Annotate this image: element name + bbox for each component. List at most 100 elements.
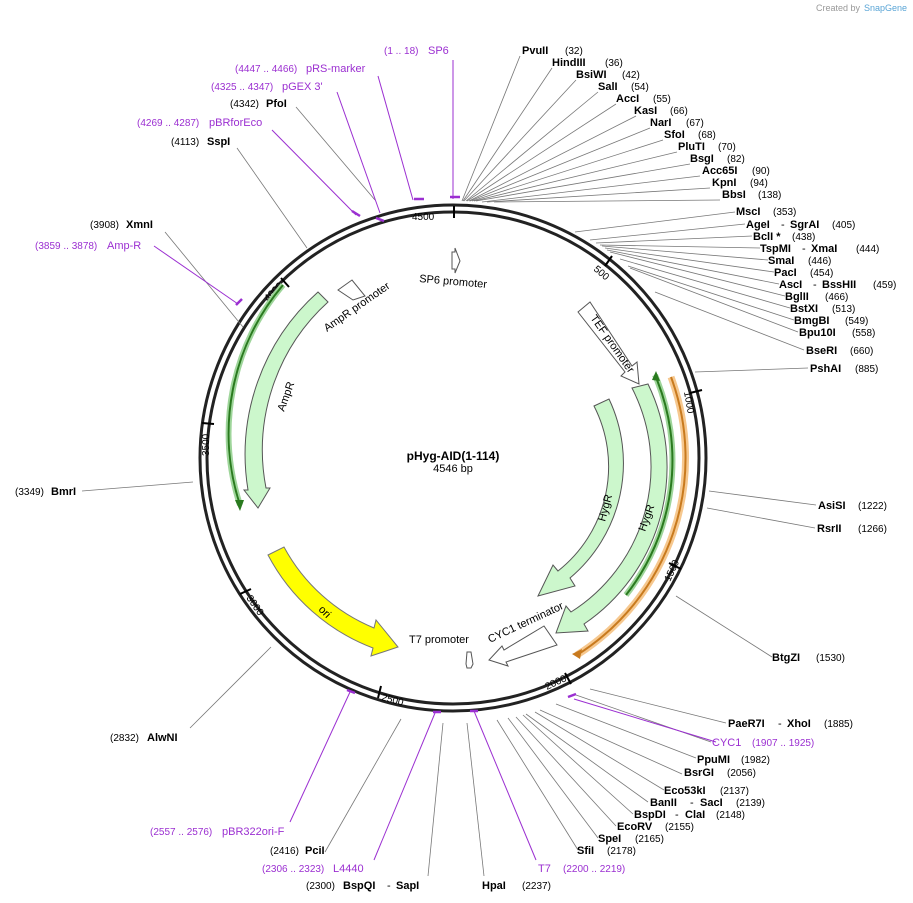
- backbone-outer: [198, 203, 708, 713]
- enzyme-bglii-pos: (466): [825, 292, 848, 303]
- enzyme-bmri-pos: (3349): [15, 487, 44, 498]
- ampr-promoter-arrow: [337, 279, 366, 301]
- primer-leaders: [153, 60, 717, 861]
- enzyme-smai-pos: (446): [808, 256, 831, 267]
- enzyme-paci-pos: (454): [810, 268, 833, 279]
- credit-prefix: Created by: [816, 3, 861, 13]
- enzyme-bstxi: BstXI: [790, 303, 818, 315]
- enzyme-asci-pos: (459): [873, 280, 896, 291]
- enzyme-bspqi-pos: (2300): [306, 881, 335, 892]
- tick-500: [604, 255, 613, 267]
- label-t7-promoter: T7 promoter: [409, 634, 469, 646]
- tick-3500: [201, 422, 215, 425]
- enzyme-banii-pos: (2139): [736, 798, 765, 809]
- enzyme-bcli-pos: (438): [792, 232, 815, 243]
- enzyme-pcii-pos: (2416): [270, 846, 299, 857]
- tef-promoter-arrow: [577, 301, 640, 385]
- enzyme-acci: AccI: [616, 93, 639, 105]
- tick-label-2500: 2500: [380, 692, 405, 708]
- enzyme-btgzi: BtgZI: [772, 652, 800, 664]
- enzyme-sspi: SspI: [207, 136, 230, 148]
- enzyme-rsrii-pos: (1266): [858, 524, 887, 535]
- primer-prs-marker-pos: (4447 .. 4466): [235, 64, 297, 75]
- enzyme-eco53ki: Eco53kI: [664, 785, 706, 797]
- orf-orange-line: [576, 376, 687, 656]
- sp6-promoter-arrow: [451, 247, 461, 274]
- enzyme-bsgi-pos: (82): [727, 154, 745, 165]
- label-tef-promoter: TEF promoter: [588, 313, 637, 376]
- primer-t7: T7: [538, 863, 551, 875]
- enzyme-kasi: KasI: [634, 105, 657, 117]
- enzyme-nari: NarI: [650, 117, 671, 129]
- enzyme-pshai-pos: (885): [855, 364, 878, 375]
- tick-label-4500: 4500: [412, 212, 435, 223]
- primer-labels: (1 .. 18)SP6 (4447 .. 4466)pRS-marker (4…: [35, 45, 814, 875]
- hygr-gene-1: [537, 398, 624, 597]
- enzyme-bbsi: BbsI: [722, 189, 746, 201]
- enzyme-msci: MscI: [736, 206, 760, 218]
- tick-label-1000: 1000: [681, 391, 696, 415]
- enzyme-kpni: KpnI: [712, 177, 736, 189]
- enzyme-saci: SacI: [700, 797, 723, 809]
- enzyme-ppumi: PpuMI: [697, 754, 730, 766]
- enzyme-hpai-pos: (2237): [522, 881, 551, 892]
- enzyme-sali-pos: (54): [631, 82, 649, 93]
- enzyme-tspmi-dash: -: [802, 243, 806, 255]
- enzyme-rsrii: RsrII: [817, 523, 841, 535]
- orf-ampr-line: [227, 284, 284, 506]
- primer-pbrforeco: pBRforEco: [209, 117, 262, 129]
- enzyme-leaders: [81, 55, 817, 877]
- enzyme-bpu10i: Bpu10I: [799, 327, 836, 339]
- enzyme-eco53ki-pos: (2137): [720, 786, 749, 797]
- enzyme-bsiwi-pos: (42): [622, 70, 640, 81]
- tick-2000: [564, 672, 572, 685]
- tick-3000: [239, 588, 252, 595]
- enzyme-nari-pos: (67): [686, 118, 704, 129]
- primer-pbrforeco-pos: (4269 .. 4287): [137, 118, 199, 129]
- orf-hygr-head: [652, 371, 660, 381]
- orf-hygr-line: [625, 374, 674, 596]
- enzyme-bspdi: BspDI: [634, 809, 666, 821]
- primer-amp-r-pos: (3859 .. 3878): [35, 241, 97, 252]
- enzyme-bsrgi-pos: (2056): [727, 768, 756, 779]
- label-sp6-promoter: SP6 promoter: [419, 273, 488, 291]
- enzyme-sfii: SfiI: [577, 845, 594, 857]
- primer-prs-marker: pRS-marker: [306, 63, 366, 75]
- enzyme-bmri: BmrI: [51, 486, 76, 498]
- tick-1500: [668, 562, 682, 570]
- enzyme-asci-dash: -: [813, 279, 817, 291]
- enzyme-sfii-pos: (2178): [607, 846, 636, 857]
- enzyme-kasi-pos: (66): [670, 106, 688, 117]
- enzyme-spei: SpeI: [598, 833, 621, 845]
- enzyme-pshai: PshAI: [810, 363, 841, 375]
- enzyme-sgrai: SgrAI: [790, 219, 819, 231]
- enzyme-bsgi: BsgI: [690, 153, 714, 165]
- primer-sp6-pos: (1 .. 18): [384, 46, 418, 57]
- enzyme-bmgbi-pos: (549): [845, 316, 868, 327]
- enzyme-asisi-pos: (1222): [858, 501, 887, 512]
- enzyme-bspqi-dash: -: [387, 880, 391, 892]
- primer-t7-pos: (2200 .. 2219): [563, 864, 625, 875]
- enzyme-agei-pos: (405): [832, 220, 855, 231]
- enzyme-paer7i: PaeR7I: [728, 718, 765, 730]
- primer-pbr322ori-f: pBR322ori-F: [222, 826, 285, 838]
- enzyme-bspqi: BspQI: [343, 880, 375, 892]
- primer-marks: [235, 195, 577, 714]
- enzyme-acc65i-pos: (90): [752, 166, 770, 177]
- primer-l4440-pos: (2306 .. 2323): [262, 864, 324, 875]
- enzyme-bseri-pos: (660): [850, 346, 873, 357]
- enzyme-pcii: PciI: [305, 845, 325, 857]
- enzyme-ecorv: EcoRV: [617, 821, 653, 833]
- plasmid-name: pHyg-AID(1-114): [407, 449, 500, 463]
- snapgene-credit: Created by SnapGene: [816, 3, 907, 13]
- enzyme-acc65i: Acc65I: [702, 165, 737, 177]
- enzyme-bsiwi: BsiWI: [576, 69, 607, 81]
- enzyme-xhoi: XhoI: [787, 718, 811, 730]
- enzyme-bpu10i-pos: (558): [852, 328, 875, 339]
- enzyme-pluti: PluTI: [678, 141, 705, 153]
- primer-pbr322ori-f-pos: (2557 .. 2576): [150, 827, 212, 838]
- ori-feature: [267, 546, 399, 657]
- primer-cyc1: CYC1: [712, 737, 741, 749]
- enzyme-pluti-pos: (70): [718, 142, 736, 153]
